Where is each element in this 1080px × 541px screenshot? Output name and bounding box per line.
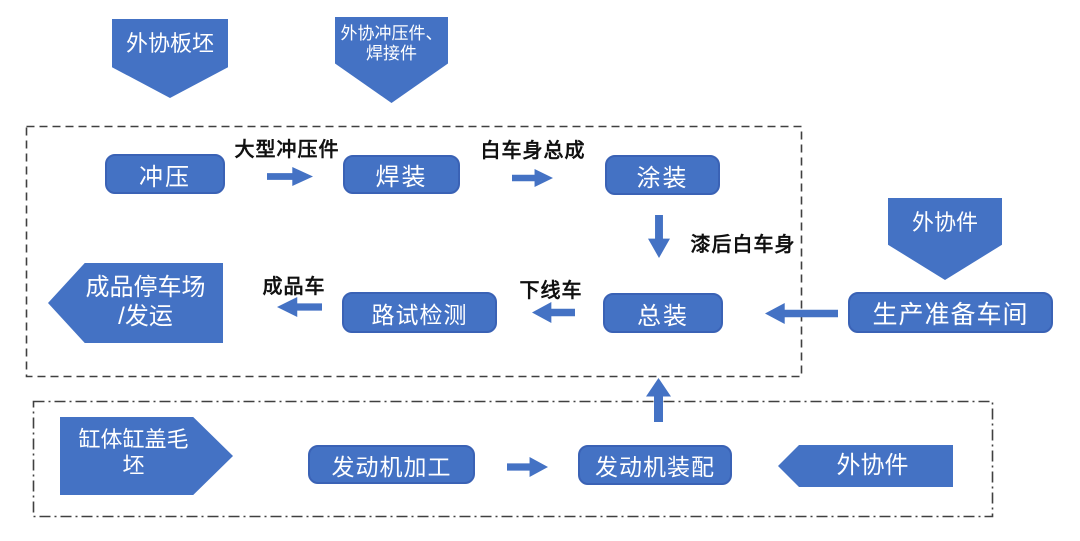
input-outsourced-parts-bottom: 外协件 (778, 445, 953, 487)
process-box-painting-label: 涂装 (636, 164, 689, 192)
process-box-road-test: 路试检测 (342, 292, 497, 333)
process-box-painting: 涂装 (605, 155, 720, 195)
input-outsourced-parts-top: 外协件 (888, 198, 1002, 280)
process-box-engine-assembly: 发动机装配 (578, 445, 732, 485)
input-outsourced-parts-bottom-label: 外协件 (836, 451, 909, 479)
process-box-production-prep-label: 生产准备车间 (872, 300, 1029, 329)
process-box-final-assembly: 总装 (603, 293, 723, 333)
input-outsourced-stamping-line1: 外协冲压件、 (340, 23, 443, 43)
input-outsourced-slab: 外协板坯 (112, 19, 228, 98)
arrow-welding-to-painting-icon (512, 169, 553, 187)
output-finished-parking-line2: /发运 (118, 303, 173, 330)
arrow-prep-to-assembly-icon (765, 303, 838, 324)
flow-label-painted-body: 漆后白车身 (690, 234, 796, 256)
input-outsourced-stamping-line2: 焊接件 (366, 44, 417, 63)
process-box-engine-machining-label: 发动机加工 (331, 453, 452, 480)
flow-label-finished-vehicle: 成品车 (262, 276, 326, 298)
output-finished-parking-shipping: 成品停车场 /发运 (48, 263, 223, 343)
flow-label-offline-vehicle: 下线车 (519, 280, 583, 302)
arrow-assembly-to-roadtest-icon (532, 302, 575, 323)
input-outsourced-parts-top-label: 外协件 (911, 209, 978, 235)
process-box-welding: 焊装 (343, 155, 460, 194)
flow-label-body-in-white: 白车身总成 (480, 140, 586, 162)
arrow-painting-to-assembly-icon (648, 215, 670, 258)
process-box-production-prep: 生产准备车间 (848, 292, 1053, 333)
input-outsourced-stamping-welding-parts: 外协冲压件、 焊接件 (335, 17, 448, 103)
input-cylinder-blank-line2: 坯 (122, 453, 145, 478)
arrow-engine-machining-to-assembly-icon (507, 457, 548, 477)
input-cylinder-blank-line1: 缸体缸盖毛 (78, 426, 189, 452)
arrow-engine-to-assembly-icon (646, 378, 671, 422)
process-box-stamping-label: 冲压 (139, 163, 191, 191)
arrow-roadtest-to-parking-icon (277, 297, 322, 317)
process-box-final-assembly-label: 总装 (637, 302, 689, 330)
input-outsourced-slab-label: 外协板坯 (125, 31, 214, 57)
arrow-stamping-to-welding-icon (267, 167, 313, 186)
process-box-engine-assembly-label: 发动机装配 (595, 454, 715, 480)
flow-label-large-stamping-parts: 大型冲压件 (234, 139, 340, 161)
process-box-welding-label: 焊装 (375, 164, 428, 191)
process-box-stamping: 冲压 (105, 154, 225, 194)
process-box-engine-machining: 发动机加工 (308, 445, 475, 484)
input-cylinder-block-head-blank: 缸体缸盖毛 坯 (60, 417, 233, 495)
output-finished-parking-line1: 成品停车场 (85, 274, 206, 302)
process-box-road-test-label: 路试检测 (371, 301, 468, 328)
